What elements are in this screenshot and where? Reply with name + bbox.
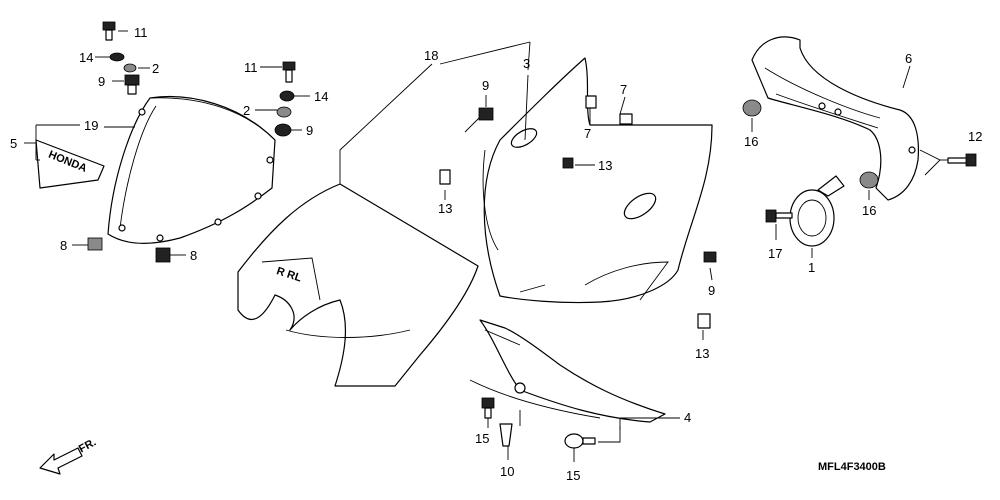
callout-10: 10 [500,464,514,479]
callout-4: 4 [684,410,691,425]
callout-11a: 11 [134,25,148,40]
callout-16a: 16 [744,134,758,149]
clip-13c [697,313,711,329]
callout-15a: 15 [475,431,489,446]
callout-13c: 13 [695,346,709,361]
grommet-9b [274,123,292,137]
inner-fairing: R RL [237,183,479,387]
honda-decal: HONDA [35,139,105,189]
callout-9a: 9 [98,74,105,89]
windscreen [107,95,276,244]
callout-16b: 16 [862,203,876,218]
upper-cowl [482,57,713,304]
screw-15a [481,397,495,419]
callout-12: 12 [968,129,982,144]
grommet-9c [478,107,494,121]
callout-3: 3 [523,56,530,71]
grommet-16b [859,171,879,189]
callouts: 11 14 2 9 11 2 14 9 5 19 8 8 18 3 9 7 7 … [10,25,982,483]
grommet-9d [703,251,717,263]
callout-6: 6 [905,51,912,66]
callout-9b: 9 [306,123,313,138]
clip-13a [562,157,574,169]
callout-13a: 13 [598,158,612,173]
front-arrow: FR. [39,436,98,475]
callout-14b: 14 [314,89,328,104]
callout-7a: 7 [620,82,627,97]
grommet-9a [124,74,140,95]
callout-8b: 8 [190,248,197,263]
callout-18: 18 [424,48,438,63]
rubber-8a [87,237,103,251]
callout-15b: 15 [566,468,580,483]
bolt-17 [765,209,793,223]
callout-2b: 2 [243,103,250,118]
clip-13b [439,169,451,185]
callout-2a: 2 [152,61,159,76]
callout-9c: 9 [482,78,489,93]
callout-1: 1 [808,260,815,275]
nut-2b [276,106,292,118]
leader-lines [24,30,948,462]
callout-5: 5 [10,136,17,151]
bolt-11b [282,61,296,83]
clip-7a [585,95,597,109]
callout-9d: 9 [708,283,715,298]
inner-panel [469,319,666,423]
callout-14a: 14 [79,50,93,65]
callout-19: 19 [84,118,98,133]
callout-11b: 11 [244,60,258,75]
callout-7b: 7 [584,126,591,141]
callout-8a: 8 [60,238,67,253]
bolt-11a [102,21,116,41]
grommet-16a [742,99,762,117]
clip-10 [499,423,513,447]
drawing-code: MFL4F3400B [818,461,886,473]
stay-bracket [751,36,920,201]
front-arrow-label: FR. [77,436,98,455]
rubber-8b [155,247,171,263]
washer-14a [109,52,125,62]
horn [789,175,845,247]
clip-7b [619,113,633,125]
screw-15b [564,433,596,449]
bolt-12 [947,153,977,167]
nut-2a [123,63,137,73]
callout-17: 17 [768,246,782,261]
washer-14b [279,90,295,102]
callout-13b: 13 [438,201,452,216]
